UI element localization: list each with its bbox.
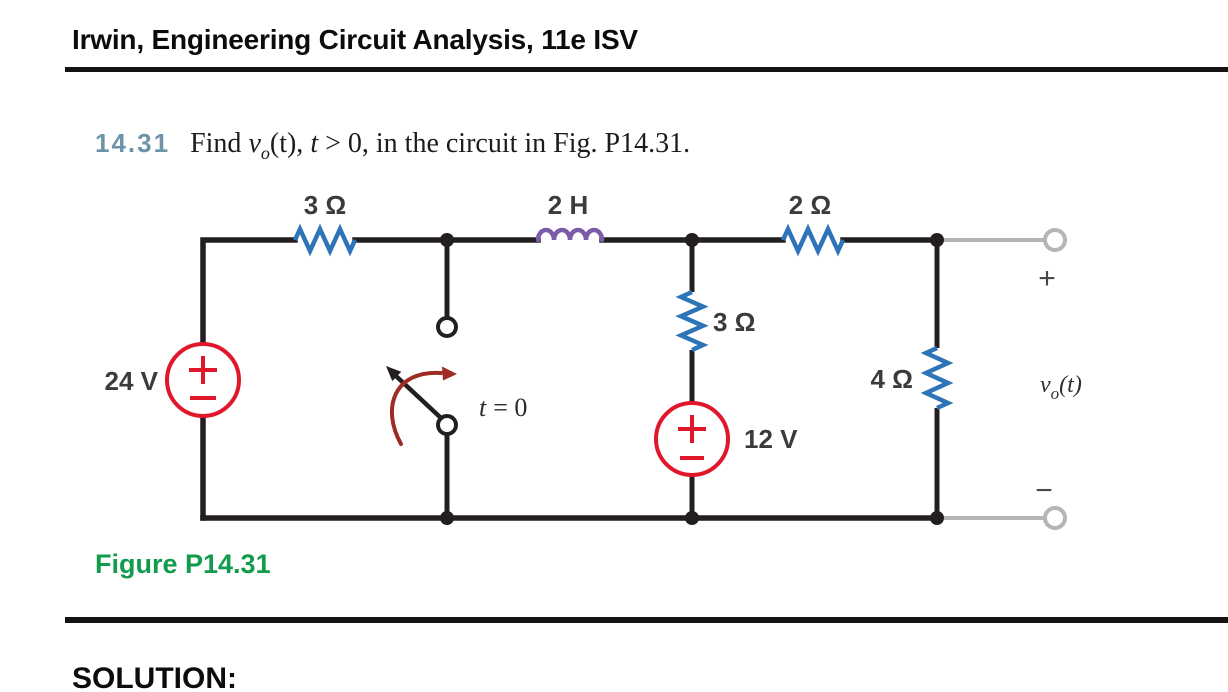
resistor-4ohm-right (920, 345, 954, 411)
switch-motion-arc (390, 370, 443, 446)
switch-time-t: t (479, 393, 487, 422)
terminal-top-circle (1043, 228, 1067, 252)
vo-v: v (1040, 372, 1051, 398)
top-rule (65, 67, 1228, 72)
switch-blade-arrowhead-icon (386, 366, 402, 382)
switch-motion-arrowhead (442, 366, 457, 381)
node-dot (685, 233, 699, 247)
resistor-3ohm-top (292, 223, 358, 257)
label-switch-time: t= 0 (479, 393, 527, 422)
switch-top-contact (436, 316, 458, 338)
problem-var-t: t (310, 128, 319, 159)
label-resistor-2ohm-top: 2 Ω (789, 190, 832, 220)
node-dot (930, 511, 944, 525)
wire-left-loop (200, 237, 298, 521)
label-inductor-2h: 2 H (548, 190, 588, 220)
label-resistor-3ohm-top: 3 Ω (304, 190, 347, 220)
vo-sub: o (1051, 384, 1060, 403)
problem-number: 14.31 (95, 128, 171, 158)
label-resistor-4ohm: 4 Ω (870, 364, 913, 394)
problem-text-after-v: (t), (269, 128, 311, 159)
circuit-diagram: 3 Ω 2 H 2 Ω 3 Ω 4 Ω 24 V 12 V t= 0 + − v… (105, 190, 1082, 530)
problem-text-tail: > 0, in the circuit in Fig. P14.31. (318, 128, 691, 159)
resistor-3ohm-middle (675, 289, 709, 353)
terminal-bottom-circle (1043, 506, 1067, 530)
figure-caption: Figure P14.31 (95, 549, 271, 579)
node-dot (685, 511, 699, 525)
label-vo-t: vo(t) (1040, 372, 1082, 403)
output-plus-sign: + (1038, 262, 1056, 295)
problem-statement: 14.31 Find vo(t), t > 0, in the circuit i… (95, 128, 690, 164)
switch-t0 (386, 316, 458, 446)
solution-heading: SOLUTION: (72, 662, 237, 692)
problem-text: Find vo(t), t > 0, in the circuit in Fig… (190, 128, 691, 163)
page-title: Irwin, Engineering Circuit Analysis, 11e… (72, 24, 638, 55)
label-resistor-3ohm-middle: 3 Ω (713, 307, 756, 337)
problem-text-find: Find (190, 128, 249, 159)
node-dot (440, 233, 454, 247)
node-dot (440, 511, 454, 525)
node-dot (930, 233, 944, 247)
output-minus-sign: − (1035, 474, 1053, 507)
label-source-24v: 24 V (105, 366, 159, 396)
problem-var-v: v (248, 128, 261, 159)
problem-var-v-sub: o (260, 143, 270, 163)
voltage-source-12v (654, 401, 730, 477)
label-source-12v: 12 V (744, 424, 798, 454)
switch-motion-arrow-icon (390, 366, 457, 446)
switch-bottom-contact (436, 414, 458, 436)
vo-rest: (t) (1059, 372, 1082, 398)
bottom-rule (65, 617, 1228, 623)
resistor-2ohm-top (780, 223, 846, 257)
inductor-2h (535, 227, 605, 243)
plus-sign-icon (678, 415, 706, 443)
voltage-source-24v (165, 342, 241, 418)
plus-sign-icon (189, 356, 217, 384)
switch-time-eq: = 0 (493, 393, 527, 422)
output-terminals (937, 228, 1067, 530)
